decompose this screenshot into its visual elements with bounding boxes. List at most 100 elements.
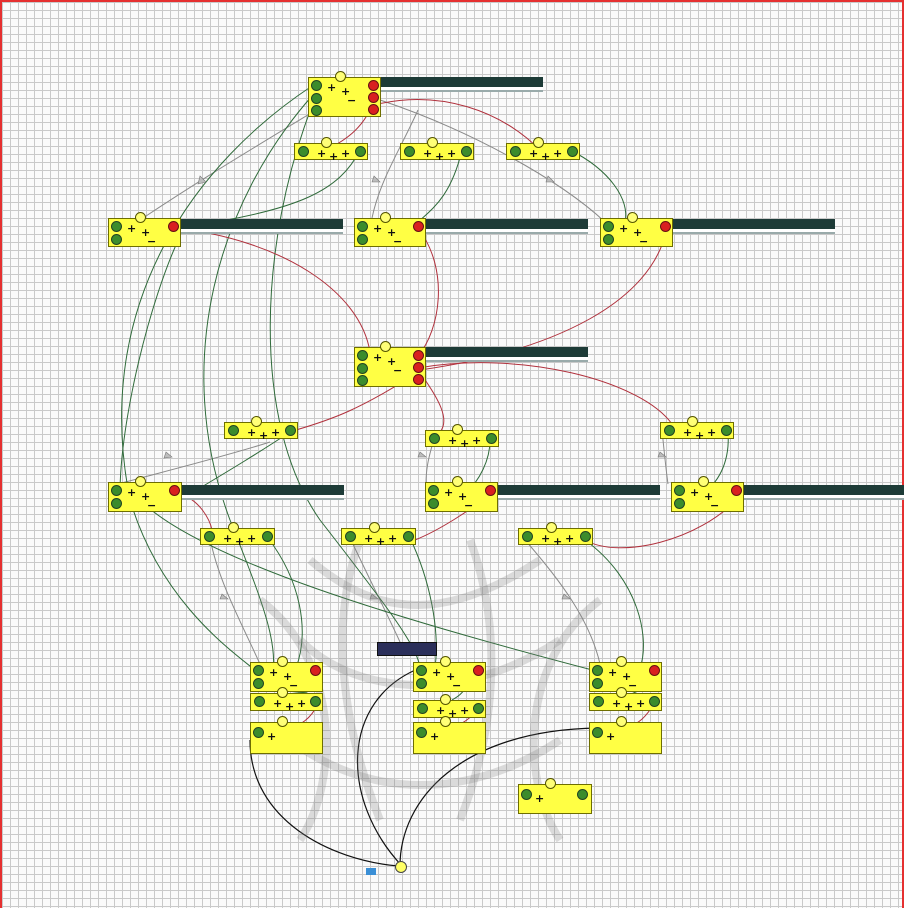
trigger-port-icon[interactable]: [427, 137, 438, 148]
trigger-port-icon[interactable]: [687, 416, 698, 427]
trigger-port-icon[interactable]: [626, 212, 638, 223]
node-g3[interactable]: +: [250, 722, 323, 754]
input-port-icon[interactable]: [593, 696, 604, 707]
output-port-icon[interactable]: [413, 374, 424, 385]
input-port-icon[interactable]: [674, 485, 685, 496]
input-port-icon[interactable]: [416, 665, 427, 676]
trigger-port-icon[interactable]: [276, 716, 288, 727]
input-port-icon[interactable]: [592, 727, 603, 738]
output-port-icon[interactable]: [368, 92, 379, 103]
input-port-icon[interactable]: [592, 678, 603, 689]
node-root[interactable]: ++−: [308, 77, 381, 117]
trigger-port-icon[interactable]: [334, 71, 346, 82]
input-port-icon[interactable]: [649, 696, 660, 707]
input-port-icon[interactable]: [567, 146, 578, 157]
input-port-icon[interactable]: [357, 350, 368, 361]
node-label-bar[interactable]: [181, 219, 343, 232]
node-j1[interactable]: +: [518, 784, 592, 814]
input-port-icon[interactable]: [228, 425, 239, 436]
input-port-icon[interactable]: [417, 703, 428, 714]
trigger-port-icon[interactable]: [545, 778, 556, 789]
node-e1[interactable]: ++−: [108, 482, 182, 512]
trigger-port-icon[interactable]: [545, 522, 557, 533]
node-f2[interactable]: +++: [341, 528, 416, 547]
trigger-port-icon[interactable]: [227, 522, 239, 533]
node-g2[interactable]: +++: [250, 693, 323, 712]
node-d2[interactable]: +++: [425, 430, 499, 449]
trigger-port-icon[interactable]: [134, 212, 146, 223]
output-port-icon[interactable]: [368, 104, 379, 115]
node-d3[interactable]: +++: [660, 422, 734, 441]
trigger-port-icon[interactable]: [368, 522, 380, 533]
node-i2[interactable]: +++: [589, 693, 662, 712]
trigger-port-icon[interactable]: [380, 341, 391, 352]
input-port-icon[interactable]: [428, 498, 439, 509]
input-port-icon[interactable]: [416, 727, 427, 738]
trigger-port-icon[interactable]: [439, 694, 451, 705]
output-port-icon[interactable]: [731, 485, 742, 496]
trigger-port-icon[interactable]: [439, 656, 451, 667]
input-port-icon[interactable]: [592, 665, 603, 676]
node-b2[interactable]: ++−: [354, 218, 426, 247]
input-port-icon[interactable]: [577, 789, 588, 800]
output-port-icon[interactable]: [660, 221, 671, 232]
input-port-icon[interactable]: [603, 221, 614, 232]
input-port-icon[interactable]: [357, 221, 368, 232]
trigger-port-icon[interactable]: [276, 656, 288, 667]
node-label-bar[interactable]: [426, 219, 588, 232]
node-a1[interactable]: +++: [294, 143, 368, 162]
node-e3[interactable]: ++−: [671, 482, 744, 512]
input-port-icon[interactable]: [111, 221, 122, 232]
trigger-port-icon[interactable]: [380, 212, 391, 223]
trigger-port-icon[interactable]: [452, 424, 463, 435]
output-port-icon[interactable]: [168, 221, 179, 232]
node-e2[interactable]: ++−: [425, 482, 498, 512]
input-port-icon[interactable]: [416, 678, 427, 689]
input-port-icon[interactable]: [357, 234, 368, 245]
node-b3[interactable]: ++−: [600, 218, 673, 247]
trigger-port-icon[interactable]: [451, 476, 463, 487]
input-port-icon[interactable]: [461, 146, 472, 157]
input-port-icon[interactable]: [285, 425, 296, 436]
output-port-icon[interactable]: [310, 665, 321, 676]
input-port-icon[interactable]: [674, 498, 685, 509]
node-label-bar[interactable]: [498, 485, 660, 498]
node-label-bar[interactable]: [182, 485, 344, 498]
input-port-icon[interactable]: [111, 485, 122, 496]
trigger-port-icon[interactable]: [251, 416, 262, 427]
input-port-icon[interactable]: [357, 363, 368, 374]
trigger-port-icon[interactable]: [321, 137, 332, 148]
input-port-icon[interactable]: [404, 146, 415, 157]
input-port-icon[interactable]: [403, 531, 414, 542]
input-port-icon[interactable]: [345, 531, 356, 542]
output-anchor-point[interactable]: [395, 861, 407, 873]
input-port-icon[interactable]: [253, 727, 264, 738]
output-port-icon[interactable]: [368, 80, 379, 91]
input-port-icon[interactable]: [357, 375, 368, 386]
input-port-icon[interactable]: [664, 425, 675, 436]
input-port-icon[interactable]: [204, 531, 215, 542]
input-port-icon[interactable]: [253, 665, 264, 676]
input-port-icon[interactable]: [111, 234, 122, 245]
input-port-icon[interactable]: [510, 146, 521, 157]
output-port-icon[interactable]: [473, 665, 484, 676]
selected-node-bar[interactable]: [377, 642, 437, 656]
node-d1[interactable]: +++: [224, 422, 298, 441]
input-port-icon[interactable]: [310, 696, 321, 707]
input-port-icon[interactable]: [721, 425, 732, 436]
input-port-icon[interactable]: [111, 498, 122, 509]
input-port-icon[interactable]: [522, 531, 533, 542]
trigger-port-icon[interactable]: [615, 656, 627, 667]
input-port-icon[interactable]: [355, 146, 366, 157]
input-port-icon[interactable]: [521, 789, 532, 800]
input-port-icon[interactable]: [486, 433, 497, 444]
input-port-icon[interactable]: [311, 80, 322, 91]
trigger-port-icon[interactable]: [533, 137, 544, 148]
input-port-icon[interactable]: [262, 531, 273, 542]
output-port-icon[interactable]: [413, 350, 424, 361]
trigger-port-icon[interactable]: [276, 687, 288, 698]
input-port-icon[interactable]: [580, 531, 591, 542]
node-i1[interactable]: ++−: [589, 662, 662, 692]
output-port-icon[interactable]: [413, 221, 424, 232]
trigger-port-icon[interactable]: [439, 716, 451, 727]
